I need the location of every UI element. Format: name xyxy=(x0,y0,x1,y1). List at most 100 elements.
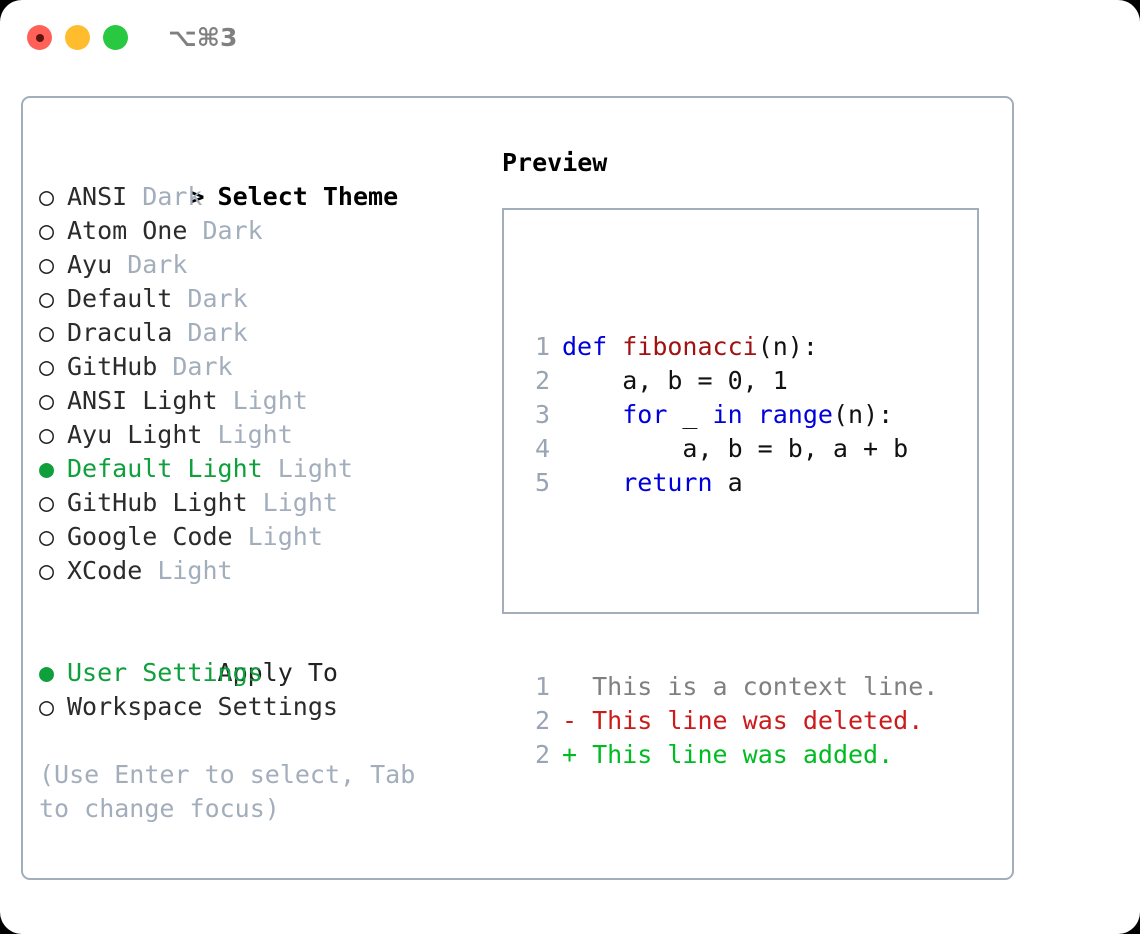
code-token-plain: _ xyxy=(667,400,713,429)
theme-option-category: Dark xyxy=(112,250,188,279)
theme-option-label: Atom One xyxy=(67,216,188,245)
diff-line-added: 2+ This line was added. xyxy=(520,738,938,772)
theme-option-category: Dark xyxy=(157,352,233,381)
theme-option-category: Light xyxy=(202,420,293,449)
code-line-number: 3 xyxy=(534,400,550,429)
diff-marker-context xyxy=(562,672,577,701)
diff-line-number: 1 xyxy=(534,672,550,701)
theme-option-list: ○ANSI Dark○Atom One Dark○Ayu Dark○Defaul… xyxy=(39,180,479,588)
radio-unselected-icon[interactable]: ○ xyxy=(39,522,55,551)
title-bar: ⌥⌘3 xyxy=(0,0,1140,78)
radio-selected-icon[interactable]: ● xyxy=(39,454,55,483)
code-token-plain: a xyxy=(712,468,743,497)
keyboard-shortcut-label: ⌥⌘3 xyxy=(168,23,238,52)
theme-option-label: Dracula xyxy=(67,318,173,347)
code-token-kw: range xyxy=(757,400,833,429)
theme-option-label: ANSI xyxy=(67,182,128,211)
radio-unselected-icon[interactable]: ○ xyxy=(39,250,55,279)
radio-unselected-icon[interactable]: ○ xyxy=(39,420,55,449)
list-spacer xyxy=(39,588,479,622)
theme-option-category: Dark xyxy=(172,284,248,313)
code-line: 4 a, b = b, a + b xyxy=(520,432,938,466)
diff-marker-space xyxy=(577,706,592,735)
code-line: 1 def fibonacci(n): xyxy=(520,330,938,364)
preview-title: Preview xyxy=(502,148,608,177)
theme-option-label: Default Light xyxy=(67,454,263,483)
theme-option-label: Google Code xyxy=(67,522,233,551)
theme-option-category: Light xyxy=(142,556,233,585)
apply-to-header: Apply To xyxy=(39,622,479,687)
theme-option-ayu[interactable]: ○Ayu Dark xyxy=(39,248,479,282)
code-line-number: 4 xyxy=(534,434,550,463)
code-line: 5 return a xyxy=(520,466,938,500)
theme-option-xcode[interactable]: ○XCode Light xyxy=(39,554,479,588)
theme-option-ansi[interactable]: ○ANSI Dark xyxy=(39,180,479,214)
theme-option-ansi-light[interactable]: ○ ANSI Light Light xyxy=(39,384,479,418)
theme-option-default[interactable]: ○ Default Dark xyxy=(39,282,479,316)
theme-list-column: >Select Theme ○ANSI Dark○Atom One Dark○A… xyxy=(39,146,479,724)
diff-line-text: This line was deleted. xyxy=(592,706,924,735)
theme-option-github-light[interactable]: ○GitHub Light Light xyxy=(39,486,479,520)
code-token-kw: for xyxy=(622,400,668,429)
theme-option-label: ANSI Light xyxy=(67,386,218,415)
diff-sample: 1 This is a context line. 2- This line wa… xyxy=(520,670,938,772)
theme-option-default-light[interactable]: ●Default Light Light xyxy=(39,452,479,486)
code-token-plain: a, b = b, a + b xyxy=(562,434,909,463)
theme-option-category: Light xyxy=(232,522,323,551)
minimize-window-icon[interactable] xyxy=(65,25,90,50)
radio-unselected-icon[interactable]: ○ xyxy=(39,352,55,381)
apply-to-option-label: Workspace Settings xyxy=(67,692,338,721)
diff-marker-space xyxy=(577,672,592,701)
theme-option-dracula[interactable]: ○Dracula Dark xyxy=(39,316,479,350)
code-token-plain xyxy=(743,400,758,429)
code-line-number: 2 xyxy=(534,366,550,395)
theme-option-category: Dark xyxy=(187,216,263,245)
radio-unselected-icon[interactable]: ○ xyxy=(39,182,55,211)
radio-unselected-icon[interactable]: ○ xyxy=(39,386,55,415)
radio-unselected-icon[interactable]: ○ xyxy=(39,692,55,721)
radio-unselected-icon[interactable]: ○ xyxy=(39,488,55,517)
apply-to-option-list: ● User Settings ○ Workspace Settings xyxy=(39,656,479,724)
diff-marker-space xyxy=(577,740,592,769)
radio-unselected-icon[interactable]: ○ xyxy=(39,284,55,313)
diff-line-number: 2 xyxy=(534,706,550,735)
apply-to-option-user-settings[interactable]: ● User Settings xyxy=(39,656,479,690)
apply-to-header-label: Apply To xyxy=(217,658,338,687)
code-line-number: 1 xyxy=(534,332,550,361)
diff-line-deleted: 2- This line was deleted. xyxy=(520,704,938,738)
radio-unselected-icon[interactable]: ○ xyxy=(39,216,55,245)
code-token-fn: fibonacci xyxy=(622,332,758,361)
code-token-plain xyxy=(562,400,622,429)
keyboard-hint-text: (Use Enter to select, Tab to change focu… xyxy=(39,760,416,823)
diff-marker-deleted: - xyxy=(562,706,578,735)
traffic-lights xyxy=(27,25,128,50)
code-diff-gap xyxy=(520,568,938,602)
apply-to-option-workspace-settings[interactable]: ○ Workspace Settings xyxy=(39,690,479,724)
code-line-number: 5 xyxy=(534,468,550,497)
radio-selected-icon[interactable]: ● xyxy=(39,658,55,687)
maximize-window-icon[interactable] xyxy=(103,25,128,50)
apply-to-option-label: User Settings xyxy=(67,658,263,687)
radio-unselected-icon[interactable]: ○ xyxy=(39,318,55,347)
theme-option-ayu-light[interactable]: ○Ayu Light Light xyxy=(39,418,479,452)
code-token-plain: (n): xyxy=(757,332,818,361)
theme-selector-panel: >Select Theme ○ANSI Dark○Atom One Dark○A… xyxy=(21,96,1014,880)
theme-option-google-code[interactable]: ○ Google Code Light xyxy=(39,520,479,554)
diff-line-text: This line was added. xyxy=(592,740,894,769)
radio-unselected-icon[interactable]: ○ xyxy=(39,556,55,585)
close-window-icon[interactable] xyxy=(27,25,52,50)
theme-option-atom-one[interactable]: ○ Atom One Dark xyxy=(39,214,479,248)
code-line: 3 for _ in range(n): xyxy=(520,398,938,432)
theme-option-github[interactable]: ○ GitHub Dark xyxy=(39,350,479,384)
diff-line-text: This is a context line. xyxy=(592,672,939,701)
code-line: 2 a, b = 0, 1 xyxy=(520,364,938,398)
theme-option-label: Default xyxy=(67,284,173,313)
theme-option-label: GitHub xyxy=(67,352,158,381)
select-theme-header-label: Select Theme xyxy=(217,182,399,211)
theme-option-category: Light xyxy=(217,386,308,415)
code-token-kw: def xyxy=(562,332,623,361)
select-theme-header: >Select Theme xyxy=(39,146,479,211)
